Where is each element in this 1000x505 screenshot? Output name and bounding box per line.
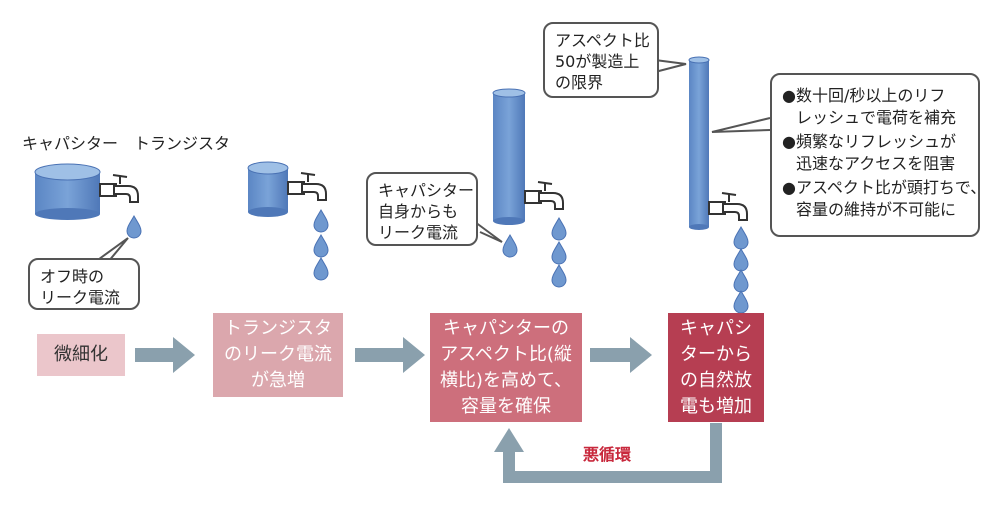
water-drop-icon — [313, 234, 329, 258]
off-leak-bubble: オフ時の リーク電流 — [28, 258, 140, 310]
faucet-icon — [708, 192, 748, 221]
feedback-loop-arrow — [503, 423, 722, 483]
water-drop-icon — [733, 269, 749, 293]
faucet-icon — [524, 181, 564, 210]
water-drop-icon — [551, 264, 567, 288]
water-drop-icon — [733, 290, 749, 314]
stage-self-discharge: キャパシ ターから の自然放 電も増加 — [668, 313, 764, 422]
water-drop-icon — [313, 209, 329, 233]
vicious-cycle-label: 悪循環 — [583, 445, 632, 464]
capacitor-column-3 — [492, 88, 526, 225]
note-item: ● 頻繁なリフレッシュが 迅速なアクセスを阻害 — [782, 132, 957, 173]
faucet-icon — [99, 174, 139, 203]
capacitor-drum-2 — [247, 161, 289, 217]
water-drop-icon — [733, 248, 749, 272]
stage-aspect-ratio: キャパシターの アスペクト比(縦 横比)を高めて、 容量を確保 — [430, 313, 582, 422]
stage-transistor-leak: トランジスタ のリーク電流 が急増 — [213, 313, 343, 397]
capacitor-drum-1 — [34, 163, 101, 220]
water-drop-icon — [551, 241, 567, 265]
bubble-tails — [94, 59, 771, 263]
flow-arrow-1 — [135, 337, 195, 373]
water-drop-icon — [551, 217, 567, 241]
flow-arrow-2 — [355, 337, 425, 373]
water-drop-icon — [733, 226, 749, 250]
capacitor-label: キャパシター — [22, 134, 119, 153]
note-item: ● アスペクト比が頭打ちで、 容量の維持が不可能に — [782, 178, 987, 219]
feedback-loop-arrowhead — [494, 428, 524, 452]
flow-arrows — [135, 337, 652, 373]
water-drop-icon — [313, 257, 329, 281]
faucet-icon — [287, 172, 327, 201]
problem-notes: ● 数十回/秒以上のリフ レッシュで電荷を補充 ● 頻繁なリフレッシュが 迅速な… — [770, 73, 987, 237]
capacitor-column-4 — [688, 56, 710, 230]
transistor-label: トランジスタ — [134, 134, 231, 153]
water-drop-icon — [126, 215, 142, 239]
note-item: ● 数十回/秒以上のリフ レッシュで電荷を補充 — [782, 86, 957, 127]
aspect-limit-bubble: アスペクト比 50が製造上 の限界 — [543, 22, 659, 98]
capacitor-leak-bubble: キャパシター 自身からも リーク電流 — [366, 172, 478, 246]
water-drop-icon — [502, 234, 518, 258]
flow-arrow-3 — [590, 337, 652, 373]
stage-miniaturization: 微細化 — [37, 334, 125, 376]
